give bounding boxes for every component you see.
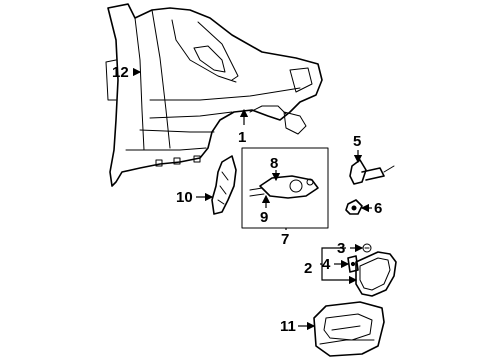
- callout-1: 1: [238, 129, 246, 146]
- mud-guard: [211, 155, 237, 215]
- filler-housing: [313, 301, 385, 357]
- callout-11: 11: [280, 318, 296, 335]
- callout-9: 9: [260, 209, 268, 226]
- callout-4: 4: [322, 256, 331, 273]
- callout-6: 6: [374, 200, 382, 217]
- callout-8: 8: [270, 155, 278, 172]
- callout-labels: 12 1 5 6 8 9 10 7 3 4 2 11: [112, 64, 382, 335]
- callout-12: 12: [112, 64, 129, 81]
- clip: [345, 199, 363, 215]
- hinge: [347, 255, 359, 273]
- callout-2: 2: [304, 260, 312, 277]
- leader-lines: [132, 67, 372, 331]
- callout-7: 7: [281, 231, 289, 248]
- fuel-door: [355, 251, 397, 297]
- lock-cylinder: [349, 159, 395, 185]
- callout-5: 5: [353, 133, 361, 150]
- quarter-panel: [105, 3, 323, 187]
- screw: [362, 243, 372, 253]
- callout-3: 3: [337, 240, 345, 257]
- lock-assembly-box: [241, 147, 329, 229]
- callout-10: 10: [176, 189, 193, 206]
